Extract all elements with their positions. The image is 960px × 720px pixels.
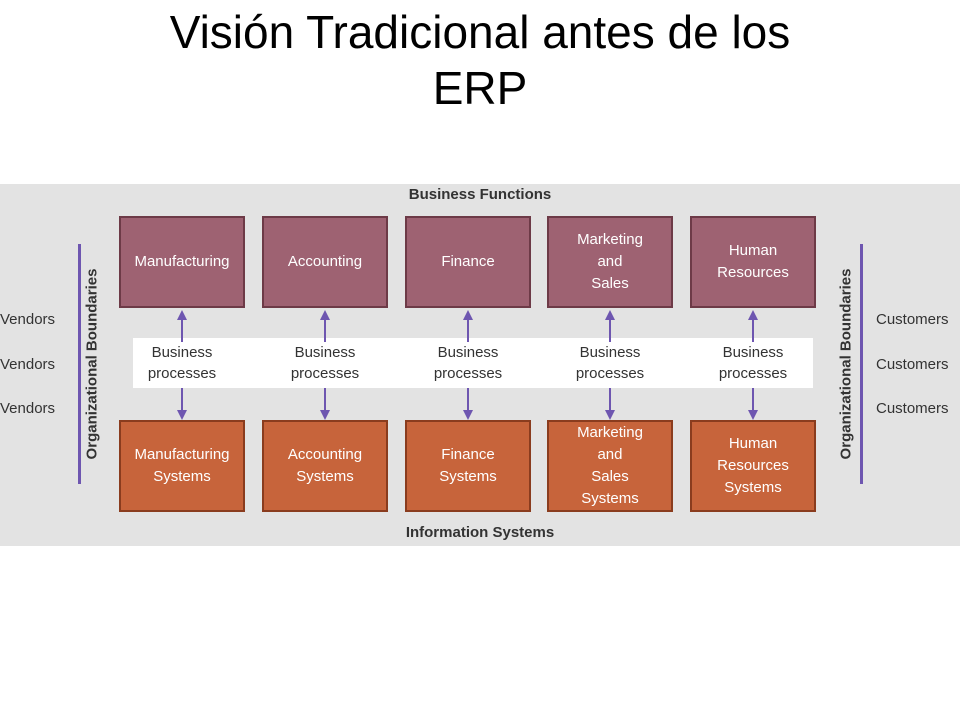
arrow-up-icon (463, 310, 473, 342)
function-label: Marketing and Sales (577, 231, 643, 292)
system-label: Manufacturing Systems (134, 446, 230, 485)
arrow-up-icon (320, 310, 330, 342)
slide-title-line-1: Visión Tradicional antes de los (169, 6, 791, 58)
function-label: Finance (441, 253, 495, 270)
arrow-up-icon (748, 310, 758, 342)
function-box-accounting: Accounting (262, 216, 388, 308)
right-boundary-label: Organizational Boundaries (837, 268, 855, 460)
system-label: Accounting Systems (287, 446, 363, 485)
customer-label: Customers (876, 400, 949, 417)
left-boundary-bar (78, 244, 81, 484)
customer-label: Customers (876, 356, 949, 373)
arrow-down-icon (463, 388, 473, 420)
process-label: Business processes (147, 344, 217, 382)
right-boundary-bar (860, 244, 863, 484)
function-box-finance: Finance (405, 216, 531, 308)
customer-label: Customers (876, 311, 949, 328)
arrow-up-icon (177, 310, 187, 342)
function-label: Accounting (287, 253, 363, 270)
process-label: Business processes (433, 344, 503, 382)
business-processes-band (133, 338, 813, 388)
process-label: Business processes (718, 344, 788, 382)
arrow-up-icon (605, 310, 615, 342)
system-box-accounting: Accounting Systems (262, 420, 388, 512)
function-box-marketing-sales: Marketing and Sales (547, 216, 673, 308)
system-label: Finance Systems (439, 446, 497, 485)
function-box-human-resources: Human Resources (690, 216, 816, 308)
function-box-manufacturing: Manufacturing (119, 216, 245, 308)
system-box-marketing-sales: Marketing and Sales Systems (547, 420, 673, 512)
arrow-down-icon (177, 388, 187, 420)
vendor-label: Vendors (0, 311, 56, 328)
function-label: Human Resources (717, 242, 789, 281)
diagram-panel: Business Functions Manufacturing Account… (0, 184, 960, 546)
arrow-down-icon (748, 388, 758, 420)
business-functions-label: Business Functions (408, 186, 552, 203)
slide-title: Visión Tradicional antes de los ERP (0, 4, 960, 116)
slide-title-line-2: ERP (432, 62, 528, 114)
vendor-label: Vendors (0, 400, 56, 417)
system-label: Human Resources Systems (717, 435, 789, 496)
arrow-down-icon (605, 388, 615, 420)
process-label: Business processes (575, 344, 645, 382)
information-systems-label: Information Systems (405, 524, 555, 541)
vendor-label: Vendors (0, 356, 56, 373)
function-label: Manufacturing (134, 253, 230, 270)
system-label: Marketing and Sales Systems (577, 424, 643, 507)
arrow-down-icon (320, 388, 330, 420)
system-box-finance: Finance Systems (405, 420, 531, 512)
system-box-manufacturing: Manufacturing Systems (119, 420, 245, 512)
left-boundary-label: Organizational Boundaries (83, 268, 101, 460)
system-box-human-resources: Human Resources Systems (690, 420, 816, 512)
process-label: Business processes (290, 344, 360, 382)
